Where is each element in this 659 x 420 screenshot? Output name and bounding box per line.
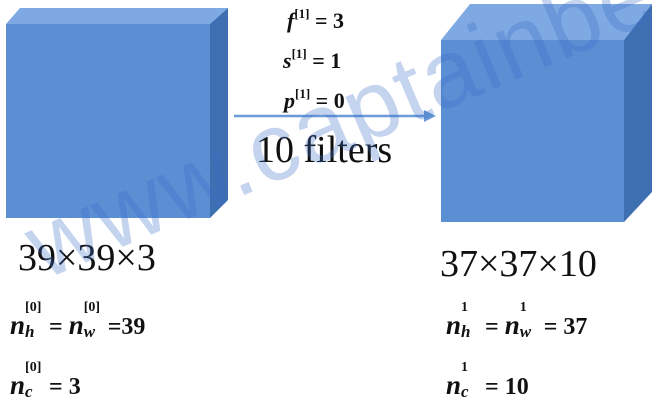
padding-label: p[1] = 0 (284, 86, 345, 113)
filters-count-label: 10 filters (256, 129, 393, 171)
filter-size-label: f[1] = 3 (287, 6, 345, 33)
output-cube-top (441, 4, 652, 40)
output-volume-cube (441, 4, 652, 222)
input-cube-top (6, 8, 228, 24)
input-volume-cube (6, 8, 228, 218)
arrow-head (424, 110, 436, 122)
transform-arrow (234, 110, 436, 122)
output-cube-front (441, 40, 624, 222)
input-channels-equation: n[0]c = 3 (10, 360, 81, 401)
input-cube-side (210, 8, 228, 218)
output-dims-label: 37×37×10 (440, 243, 597, 285)
input-dims-label: 39×39×3 (18, 237, 156, 279)
input-height-width-equation: n[0]h = n[0]w =39 (10, 300, 146, 341)
output-cube-side (624, 4, 652, 222)
input-cube-front (6, 24, 210, 218)
stride-label: s[1] = 1 (283, 46, 342, 73)
